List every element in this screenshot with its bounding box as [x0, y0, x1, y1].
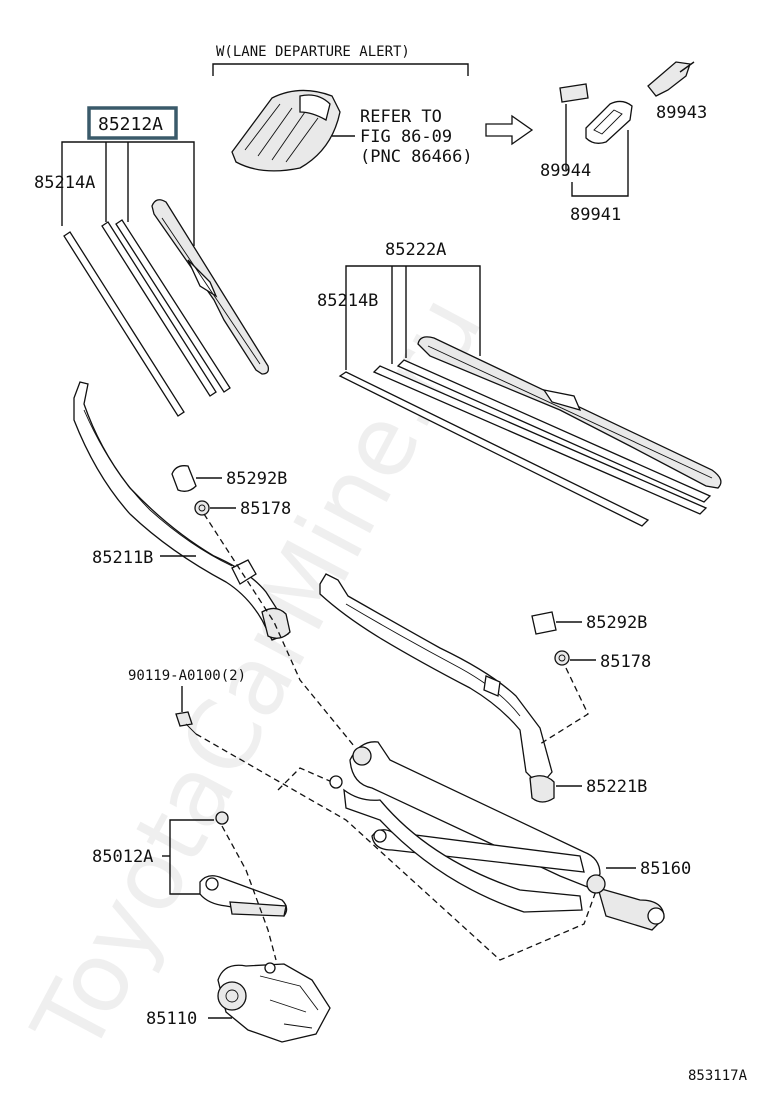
motor-part-85110 — [217, 962, 331, 1043]
bolt-part-90119 — [175, 711, 197, 735]
cap-part-85292b-right — [531, 611, 557, 635]
label-85012a: 85012A — [92, 847, 153, 867]
label-89943: 89943 — [656, 103, 707, 123]
reference-note-line2: FIG 86-09 — [360, 127, 452, 147]
right-arrow-icon — [485, 114, 534, 146]
label-85110: 85110 — [146, 1009, 197, 1029]
nut-part-85178-right — [554, 650, 570, 666]
label-90119: 90119-A0100(2) — [128, 668, 246, 684]
label-85222a: 85222A — [385, 240, 446, 260]
reference-note-line1: REFER TO — [360, 107, 442, 127]
label-85178-upper: 85178 — [240, 499, 291, 519]
highlighted-part-box[interactable] — [87, 106, 178, 140]
label-85211b: 85211B — [92, 548, 153, 568]
label-85214b: 85214B — [317, 291, 378, 311]
wiper-blade-assembly-right — [417, 336, 722, 489]
figure-number: 853117A — [688, 1068, 748, 1084]
bracket-part-89943 — [647, 61, 695, 97]
reference-note-line3: (PNC 86466) — [360, 147, 473, 167]
nut-part-85178-upper — [194, 500, 210, 516]
wiper-blade-rubber-85214a — [63, 231, 185, 417]
wiper-linkage-85160 — [329, 741, 665, 931]
label-89944: 89944 — [540, 161, 591, 181]
wiper-blade-strip-right — [372, 359, 712, 515]
sensor-cover-part — [559, 83, 633, 144]
wiper-blade-strip-left — [101, 219, 231, 397]
label-85292b-right: 85292B — [586, 613, 647, 633]
wiper-arm-85221b — [319, 573, 555, 803]
lane-departure-header: W(LANE DEPARTURE ALERT) — [212, 44, 469, 76]
crank-arm-part-85012a — [199, 875, 288, 917]
camera-housing-part — [231, 89, 355, 172]
variant-header-text: W(LANE DEPARTURE ALERT) — [216, 44, 410, 60]
label-85178-right: 85178 — [600, 652, 651, 672]
cap-part-85292b-upper — [171, 465, 197, 492]
label-89941: 89941 — [570, 205, 621, 225]
label-85212a[interactable]: 85212A — [98, 114, 163, 135]
wiper-blade-rubber-85214b — [338, 371, 650, 527]
wiper-blade-assembly-left — [151, 199, 270, 375]
label-85292b-upper: 85292B — [226, 469, 287, 489]
label-85221b: 85221B — [586, 777, 647, 797]
label-85160: 85160 — [640, 859, 691, 879]
nut-part-85012a — [215, 811, 229, 825]
label-85214a: 85214A — [34, 173, 95, 193]
